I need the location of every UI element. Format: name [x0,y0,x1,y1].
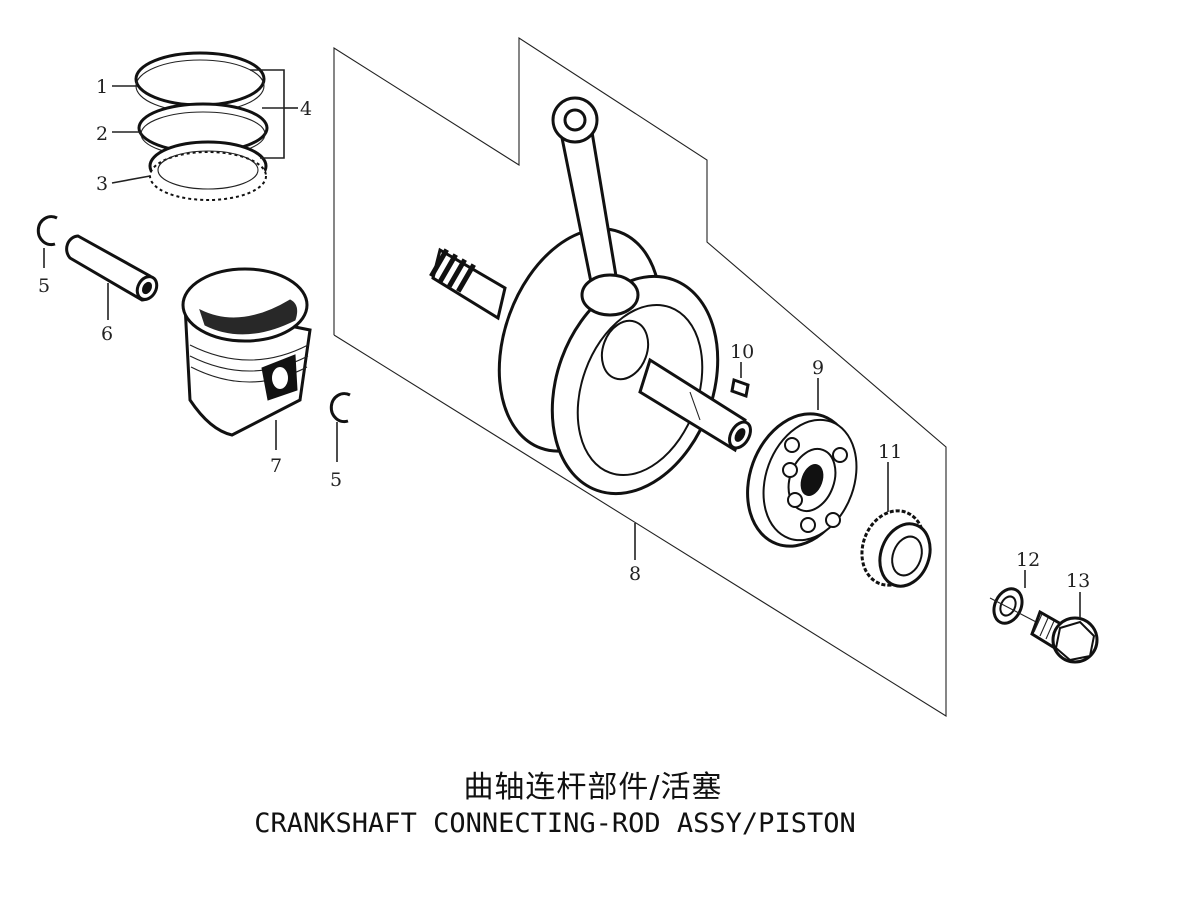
callout-6: 6 [101,323,113,345]
callout-5-right: 5 [330,469,342,491]
piston [181,267,312,437]
callout-7: 7 [270,455,282,477]
ball-bearing [746,412,858,548]
woodruff-key [730,377,750,399]
ring-set-bracket [250,69,285,159]
exploded-parts-diagram: 1 2 3 4 5 6 7 5 8 9 10 11 12 13 [36,36,1099,717]
timing-sprocket [860,509,932,588]
callout-5-left: 5 [38,275,50,297]
washer [992,587,1024,625]
callout-1: 1 [96,76,108,98]
circlip-right [329,392,351,424]
diagram-title-english: CRANKSHAFT CONNECTING-ROD ASSY/PISTON [254,808,856,839]
callout-9: 9 [812,357,824,379]
piston-ring-oil [148,140,268,201]
callout-2: 2 [96,123,108,145]
callout-8: 8 [629,563,641,585]
circlip-left [36,215,58,247]
piston-pin [65,234,159,302]
callout-3: 3 [96,173,108,195]
crankshaft-assembly [429,96,752,496]
callout-4: 4 [300,98,312,120]
flange-bolt [1030,609,1099,664]
callout-13: 13 [1066,570,1090,592]
assembly-outline [333,36,947,717]
callout-11: 11 [878,441,902,463]
callout-10: 10 [730,341,754,363]
diagram-title-chinese: 曲轴连杆部件/活塞 [463,770,723,805]
callout-12: 12 [1016,549,1040,571]
